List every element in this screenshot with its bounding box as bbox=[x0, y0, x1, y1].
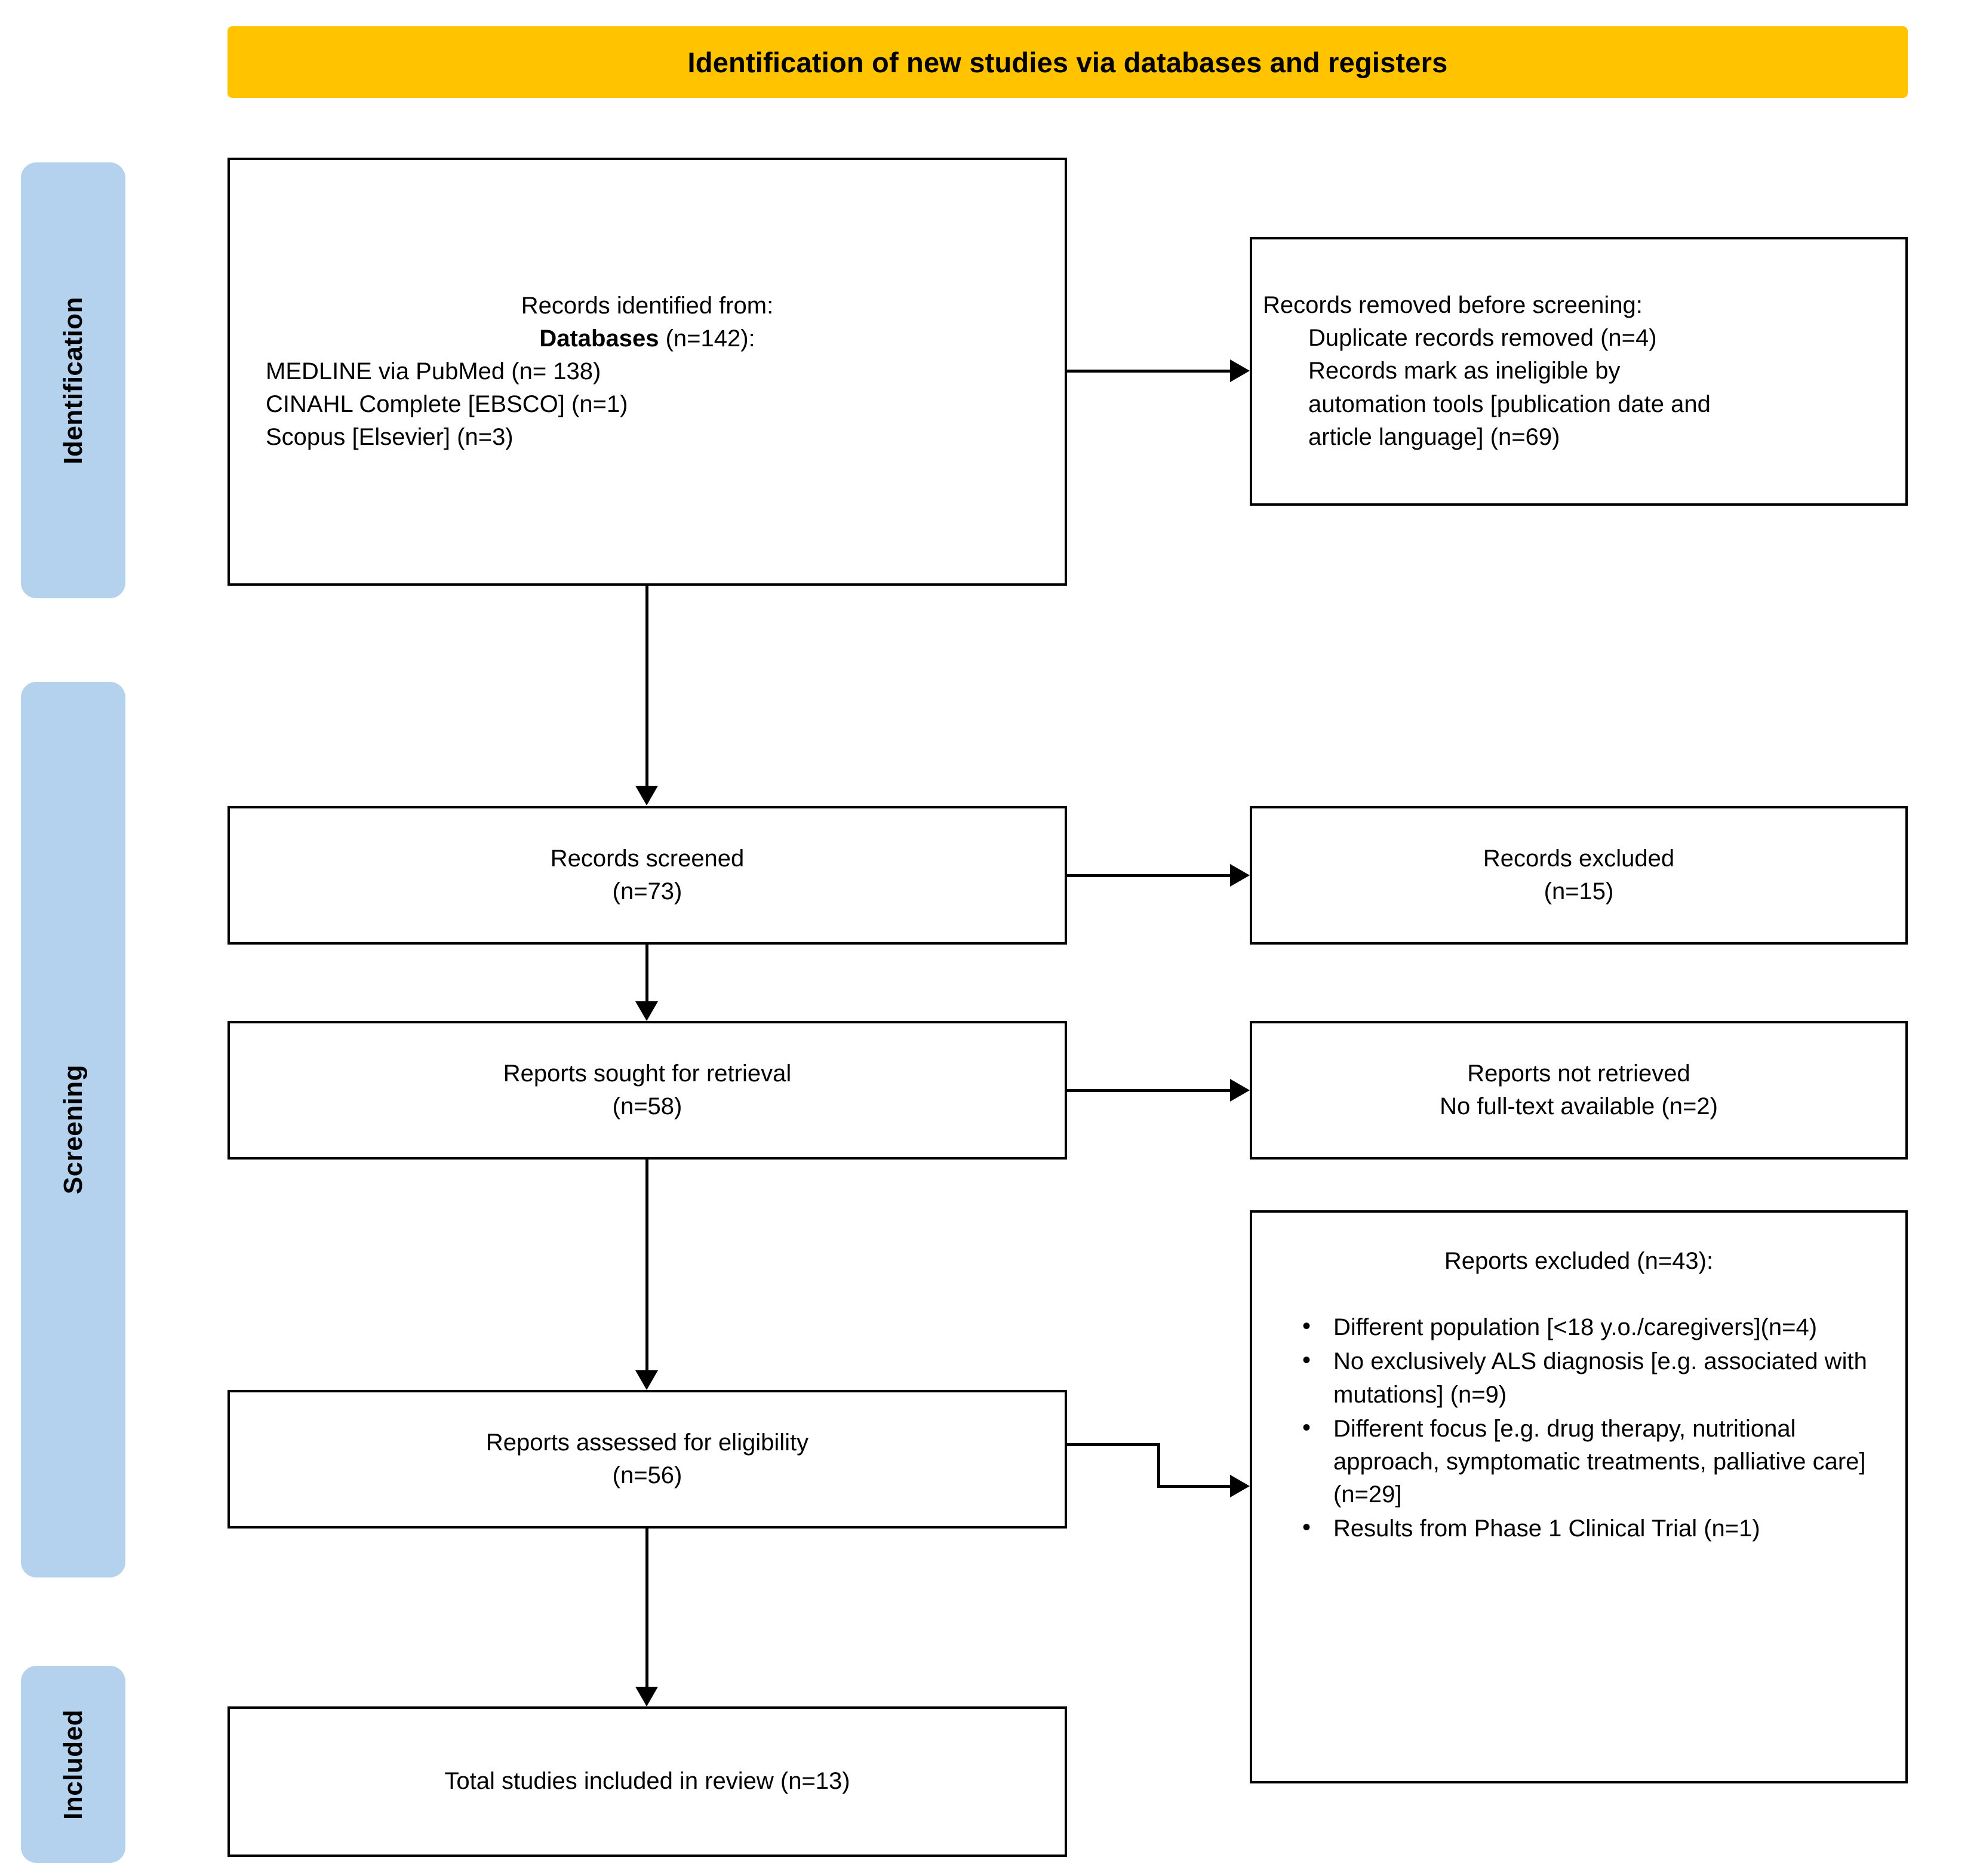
ineligible-automation-line-3: article language] (n=69) bbox=[1308, 423, 1560, 450]
stage-rail-screening-label: Screening bbox=[58, 1065, 88, 1195]
records-identified-heading: Records identified from: bbox=[521, 292, 774, 319]
duplicates-removed-line: Duplicate records removed (n=4) bbox=[1308, 325, 1657, 352]
reports-not-retrieved-count: No full-text available (n=2) bbox=[1440, 1093, 1718, 1120]
reports-assessed-label: Reports assessed for eligibility bbox=[485, 1429, 809, 1456]
stage-rail-identification: Identification bbox=[21, 162, 125, 598]
arrowhead-screened-to-sought bbox=[635, 1001, 658, 1021]
stage-rail-identification-label: Identification bbox=[58, 296, 88, 465]
connector-assessed-to-included bbox=[645, 1529, 648, 1687]
box-reports-sought: Reports sought for retrieval (n=58) bbox=[227, 1021, 1067, 1160]
connector-assessed-to-reports-excluded-seg3 bbox=[1157, 1485, 1230, 1488]
list-item: Different focus [e.g. drug therapy, nutr… bbox=[1302, 1411, 1884, 1512]
list-item: No exclusively ALS diagnosis [e.g. assoc… bbox=[1302, 1344, 1884, 1411]
stage-rail-screening: Screening bbox=[21, 682, 125, 1577]
reports-excluded-heading: Reports excluded (n=43): bbox=[1444, 1248, 1714, 1274]
box-reports-not-retrieved: Reports not retrieved No full-text avail… bbox=[1250, 1021, 1908, 1160]
box-reports-excluded-reasons: Reports excluded (n=43): Different popul… bbox=[1250, 1210, 1908, 1783]
source-cinahl: CINAHL Complete [EBSCO] (n=1) bbox=[266, 391, 628, 418]
reports-assessed-count: (n=56) bbox=[612, 1462, 682, 1489]
records-excluded-label: Records excluded bbox=[1483, 845, 1675, 872]
records-removed-heading: Records removed before screening: bbox=[1263, 292, 1643, 319]
connector-screened-to-sought bbox=[645, 945, 648, 1001]
connector-assessed-to-reports-excluded-seg1 bbox=[1067, 1443, 1160, 1446]
records-screened-count: (n=73) bbox=[612, 878, 682, 905]
source-scopus: Scopus [Elsevier] (n=3) bbox=[266, 424, 514, 451]
connector-identified-to-removed bbox=[1067, 370, 1230, 373]
page-title: Identification of new studies via databa… bbox=[687, 46, 1448, 78]
stage-rail-included: Included bbox=[21, 1666, 125, 1863]
connector-sought-to-not-retrieved bbox=[1067, 1089, 1230, 1092]
records-excluded-count: (n=15) bbox=[1544, 878, 1614, 905]
connector-screened-to-excluded bbox=[1067, 874, 1230, 877]
reports-not-retrieved-label: Reports not retrieved bbox=[1467, 1060, 1690, 1087]
arrowhead-assessed-to-reports-excluded bbox=[1230, 1475, 1250, 1497]
box-reports-assessed: Reports assessed for eligibility (n=56) bbox=[227, 1390, 1067, 1529]
list-item: Different population [<18 y.o./caregiver… bbox=[1302, 1310, 1884, 1344]
total-studies-included-label: Total studies included in review (n=13) bbox=[444, 1768, 850, 1795]
arrowhead-identified-to-screened bbox=[635, 786, 658, 805]
reports-sought-count: (n=58) bbox=[612, 1093, 682, 1120]
box-records-identified: Records identified from: Databases (n=14… bbox=[227, 158, 1067, 586]
diagram-header-banner: Identification of new studies via databa… bbox=[227, 26, 1908, 98]
connector-identified-to-screened bbox=[645, 586, 648, 786]
box-records-removed: Records removed before screening: Duplic… bbox=[1250, 237, 1908, 506]
source-medline: MEDLINE via PubMed (n= 138) bbox=[266, 358, 601, 385]
reports-excluded-reason-list: Different population [<18 y.o./caregiver… bbox=[1274, 1310, 1884, 1546]
box-records-screened: Records screened (n=73) bbox=[227, 806, 1067, 945]
reports-sought-label: Reports sought for retrieval bbox=[503, 1060, 792, 1087]
arrowhead-sought-to-not-retrieved bbox=[1230, 1079, 1250, 1102]
arrowhead-screened-to-excluded bbox=[1230, 864, 1250, 887]
connector-assessed-to-reports-excluded-seg2 bbox=[1157, 1443, 1160, 1488]
stage-rail-included-label: Included bbox=[58, 1709, 88, 1820]
databases-count: (n=142): bbox=[659, 325, 755, 352]
ineligible-automation-line-1: Records mark as ineligible by bbox=[1308, 358, 1621, 385]
box-records-excluded: Records excluded (n=15) bbox=[1250, 806, 1908, 945]
records-identified-databases-line: Databases (n=142): bbox=[266, 322, 1029, 355]
arrowhead-sought-to-assessed bbox=[635, 1370, 658, 1390]
connector-sought-to-assessed bbox=[645, 1160, 648, 1370]
databases-label: Databases bbox=[539, 325, 659, 352]
ineligible-automation-line-2: automation tools [publication date and bbox=[1308, 390, 1711, 417]
arrowhead-assessed-to-included bbox=[635, 1687, 658, 1706]
list-item: Results from Phase 1 Clinical Trial (n=1… bbox=[1302, 1511, 1884, 1545]
box-total-studies-included: Total studies included in review (n=13) bbox=[227, 1706, 1067, 1857]
records-screened-label: Records screened bbox=[550, 845, 745, 872]
arrowhead-identified-to-removed bbox=[1230, 359, 1250, 382]
